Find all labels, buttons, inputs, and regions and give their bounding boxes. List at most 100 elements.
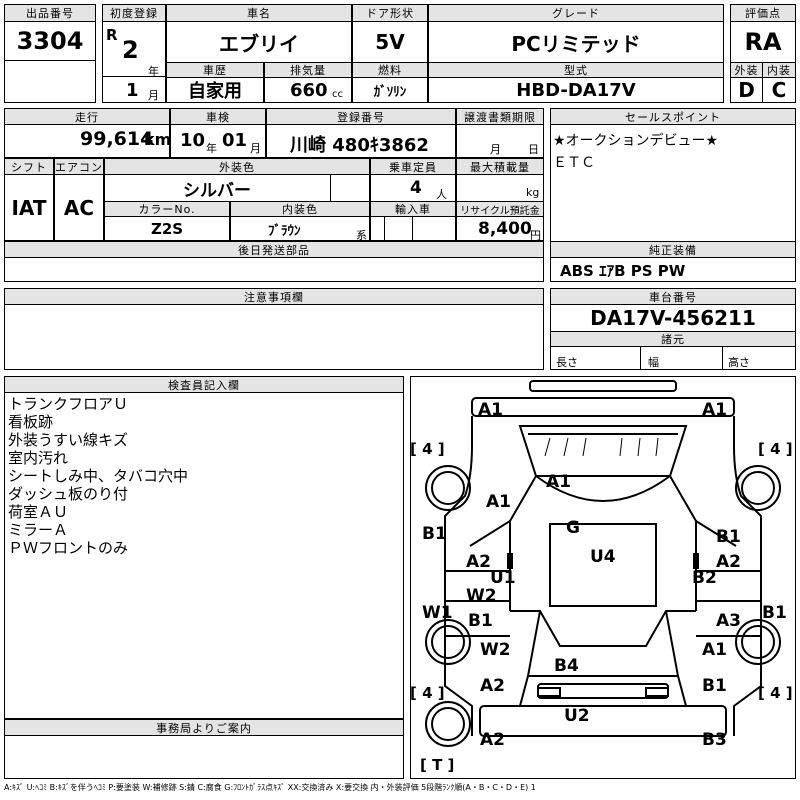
legend: A:ｷｽﾞ U:ﾍｺﾐ B:ｷｽﾞを伴うﾍｺﾐ P:要塗装 W:補修跡 S:錆 … <box>4 783 536 792</box>
damage-mark: U4 <box>590 547 616 567</box>
damage-mark: A2 <box>716 552 741 572</box>
int-color-box <box>230 216 370 241</box>
int-color-suffix: 系 <box>356 229 367 242</box>
damage-mark: A1 <box>702 400 727 420</box>
door-label: ドア形状 <box>352 4 428 22</box>
damage-mark: A1 <box>546 472 571 492</box>
plate-value: 川崎 480ｷ3862 <box>290 135 429 156</box>
inspector-label: 検査員記入欄 <box>4 376 404 393</box>
spec-height-label: 高さ <box>728 356 750 369</box>
int-color-label: 内装色 <box>230 201 370 217</box>
inspection-year-unit: 年 <box>206 142 217 155</box>
damage-mark: B1 <box>702 676 727 696</box>
aircon-value: AC <box>63 195 95 220</box>
inspector-line: 室内汚れ <box>8 449 69 467</box>
import-box <box>370 216 456 241</box>
displacement-unit: cc <box>332 89 343 100</box>
aircon-label: エアコン <box>54 158 104 175</box>
shift-value: IAT <box>11 195 47 220</box>
grade-value: PCリミテッド <box>511 31 641 56</box>
tire-rear-left: [ 4 ] <box>410 684 445 702</box>
damage-mark: W2 <box>480 640 511 660</box>
spec-length-label: 長さ <box>556 356 578 369</box>
max-load-unit: kg <box>526 186 540 199</box>
damage-mark: A1 <box>702 640 727 660</box>
damage-mark: W1 <box>422 603 453 623</box>
capacity-unit: 人 <box>436 188 447 201</box>
shift-label: シフト <box>4 158 54 175</box>
first-reg-box <box>102 21 166 103</box>
lot-label: 出品番号 <box>4 4 96 22</box>
first-reg-year-unit: 年 <box>148 65 159 78</box>
int-score-label: 内装 <box>762 62 796 78</box>
mileage-value: 99,614 <box>80 128 154 150</box>
fuel-box <box>352 77 428 103</box>
transfer-label: 譲渡書類期限 <box>456 108 544 125</box>
ext-score-label: 外装 <box>730 62 763 78</box>
first-reg-label: 初度登録 <box>102 4 166 22</box>
first-reg-era: R <box>106 26 118 44</box>
lot-blank <box>4 60 96 103</box>
int-score-value: C <box>771 78 787 102</box>
history-box <box>166 77 264 103</box>
transfer-day-unit: 日 <box>528 143 539 156</box>
inspector-line: ダッシュ板のり付 <box>8 485 129 503</box>
damage-mark: A3 <box>716 611 741 631</box>
damage-mark: B2 <box>692 568 717 588</box>
model-code-label: 型式 <box>428 62 724 78</box>
mileage-label: 走行 <box>4 108 170 125</box>
inspector-line: シートしみ中、タバコ穴中 <box>8 467 189 485</box>
tire-rear-right: [ 4 ] <box>758 684 793 702</box>
color-no-label: カラーNo. <box>104 201 230 217</box>
notes-label: 注意事項欄 <box>4 288 544 305</box>
inspector-line: 外装うすい線キズ <box>8 431 129 449</box>
max-load-label: 最大積載量 <box>456 158 544 175</box>
damage-mark: W2 <box>466 586 497 606</box>
damage-mark: A1 <box>486 492 511 512</box>
damage-mark: B1 <box>762 603 787 623</box>
inspection-month-unit: 月 <box>250 142 261 155</box>
transfer-box <box>456 124 544 158</box>
tire-spare: [ T ] <box>420 756 455 774</box>
recycle-box <box>456 216 544 241</box>
later-parts-label: 後日発送部品 <box>4 241 544 258</box>
inspector-line: 荷室ＡＵ <box>8 503 69 521</box>
recycle-unit: 円 <box>530 229 541 242</box>
ext-score-value: D <box>738 78 755 102</box>
damage-mark: B1 <box>716 527 741 547</box>
car-name: エブリイ <box>219 31 299 56</box>
color-no-box <box>104 216 230 241</box>
damage-mark: B4 <box>554 656 579 676</box>
damage-mark: A2 <box>480 730 505 750</box>
spec-width-label: 幅 <box>648 356 659 369</box>
import-label: 輸入車 <box>370 201 456 217</box>
plate-box <box>266 124 456 158</box>
ext-color-label: 外装色 <box>104 158 370 175</box>
capacity-label: 乗車定員 <box>370 158 456 175</box>
inspector-line: 看板跡 <box>8 413 54 431</box>
inspection-box <box>170 124 266 158</box>
sales-points-label: セールスポイント <box>550 108 796 125</box>
inspector-line: ＰＷフロントのみ <box>8 539 129 557</box>
tire-front-left: [ 4 ] <box>410 440 445 458</box>
damage-mark: B1 <box>468 611 493 631</box>
equipment-value: ABS ｴｱB PS PW <box>560 262 686 280</box>
mileage-unit: km <box>144 130 172 149</box>
fuel-value: ｶﾞｿﾘﾝ <box>373 84 407 100</box>
damage-mark: U1 <box>490 568 516 588</box>
grade-label: グレード <box>428 4 724 22</box>
inspection-year: 10 <box>180 130 206 151</box>
damage-mark: B1 <box>422 524 447 544</box>
equipment-label: 純正装備 <box>550 241 796 258</box>
car-diagram-frame <box>410 376 796 779</box>
sales-point-line-2: ＥＴＣ <box>553 155 595 171</box>
sales-point-line-1: ★オークションデビュー★ <box>553 133 719 149</box>
inspection-label: 車検 <box>170 108 266 125</box>
capacity-value: 4 <box>410 178 422 198</box>
first-reg-month-unit: 月 <box>148 89 159 102</box>
transfer-month-unit: 月 <box>490 143 501 156</box>
displacement-value: 660 <box>290 80 328 101</box>
model-code-value: HBD-DA17V <box>516 79 636 101</box>
plate-label: 登録番号 <box>266 108 456 125</box>
damage-mark: U2 <box>564 706 590 726</box>
